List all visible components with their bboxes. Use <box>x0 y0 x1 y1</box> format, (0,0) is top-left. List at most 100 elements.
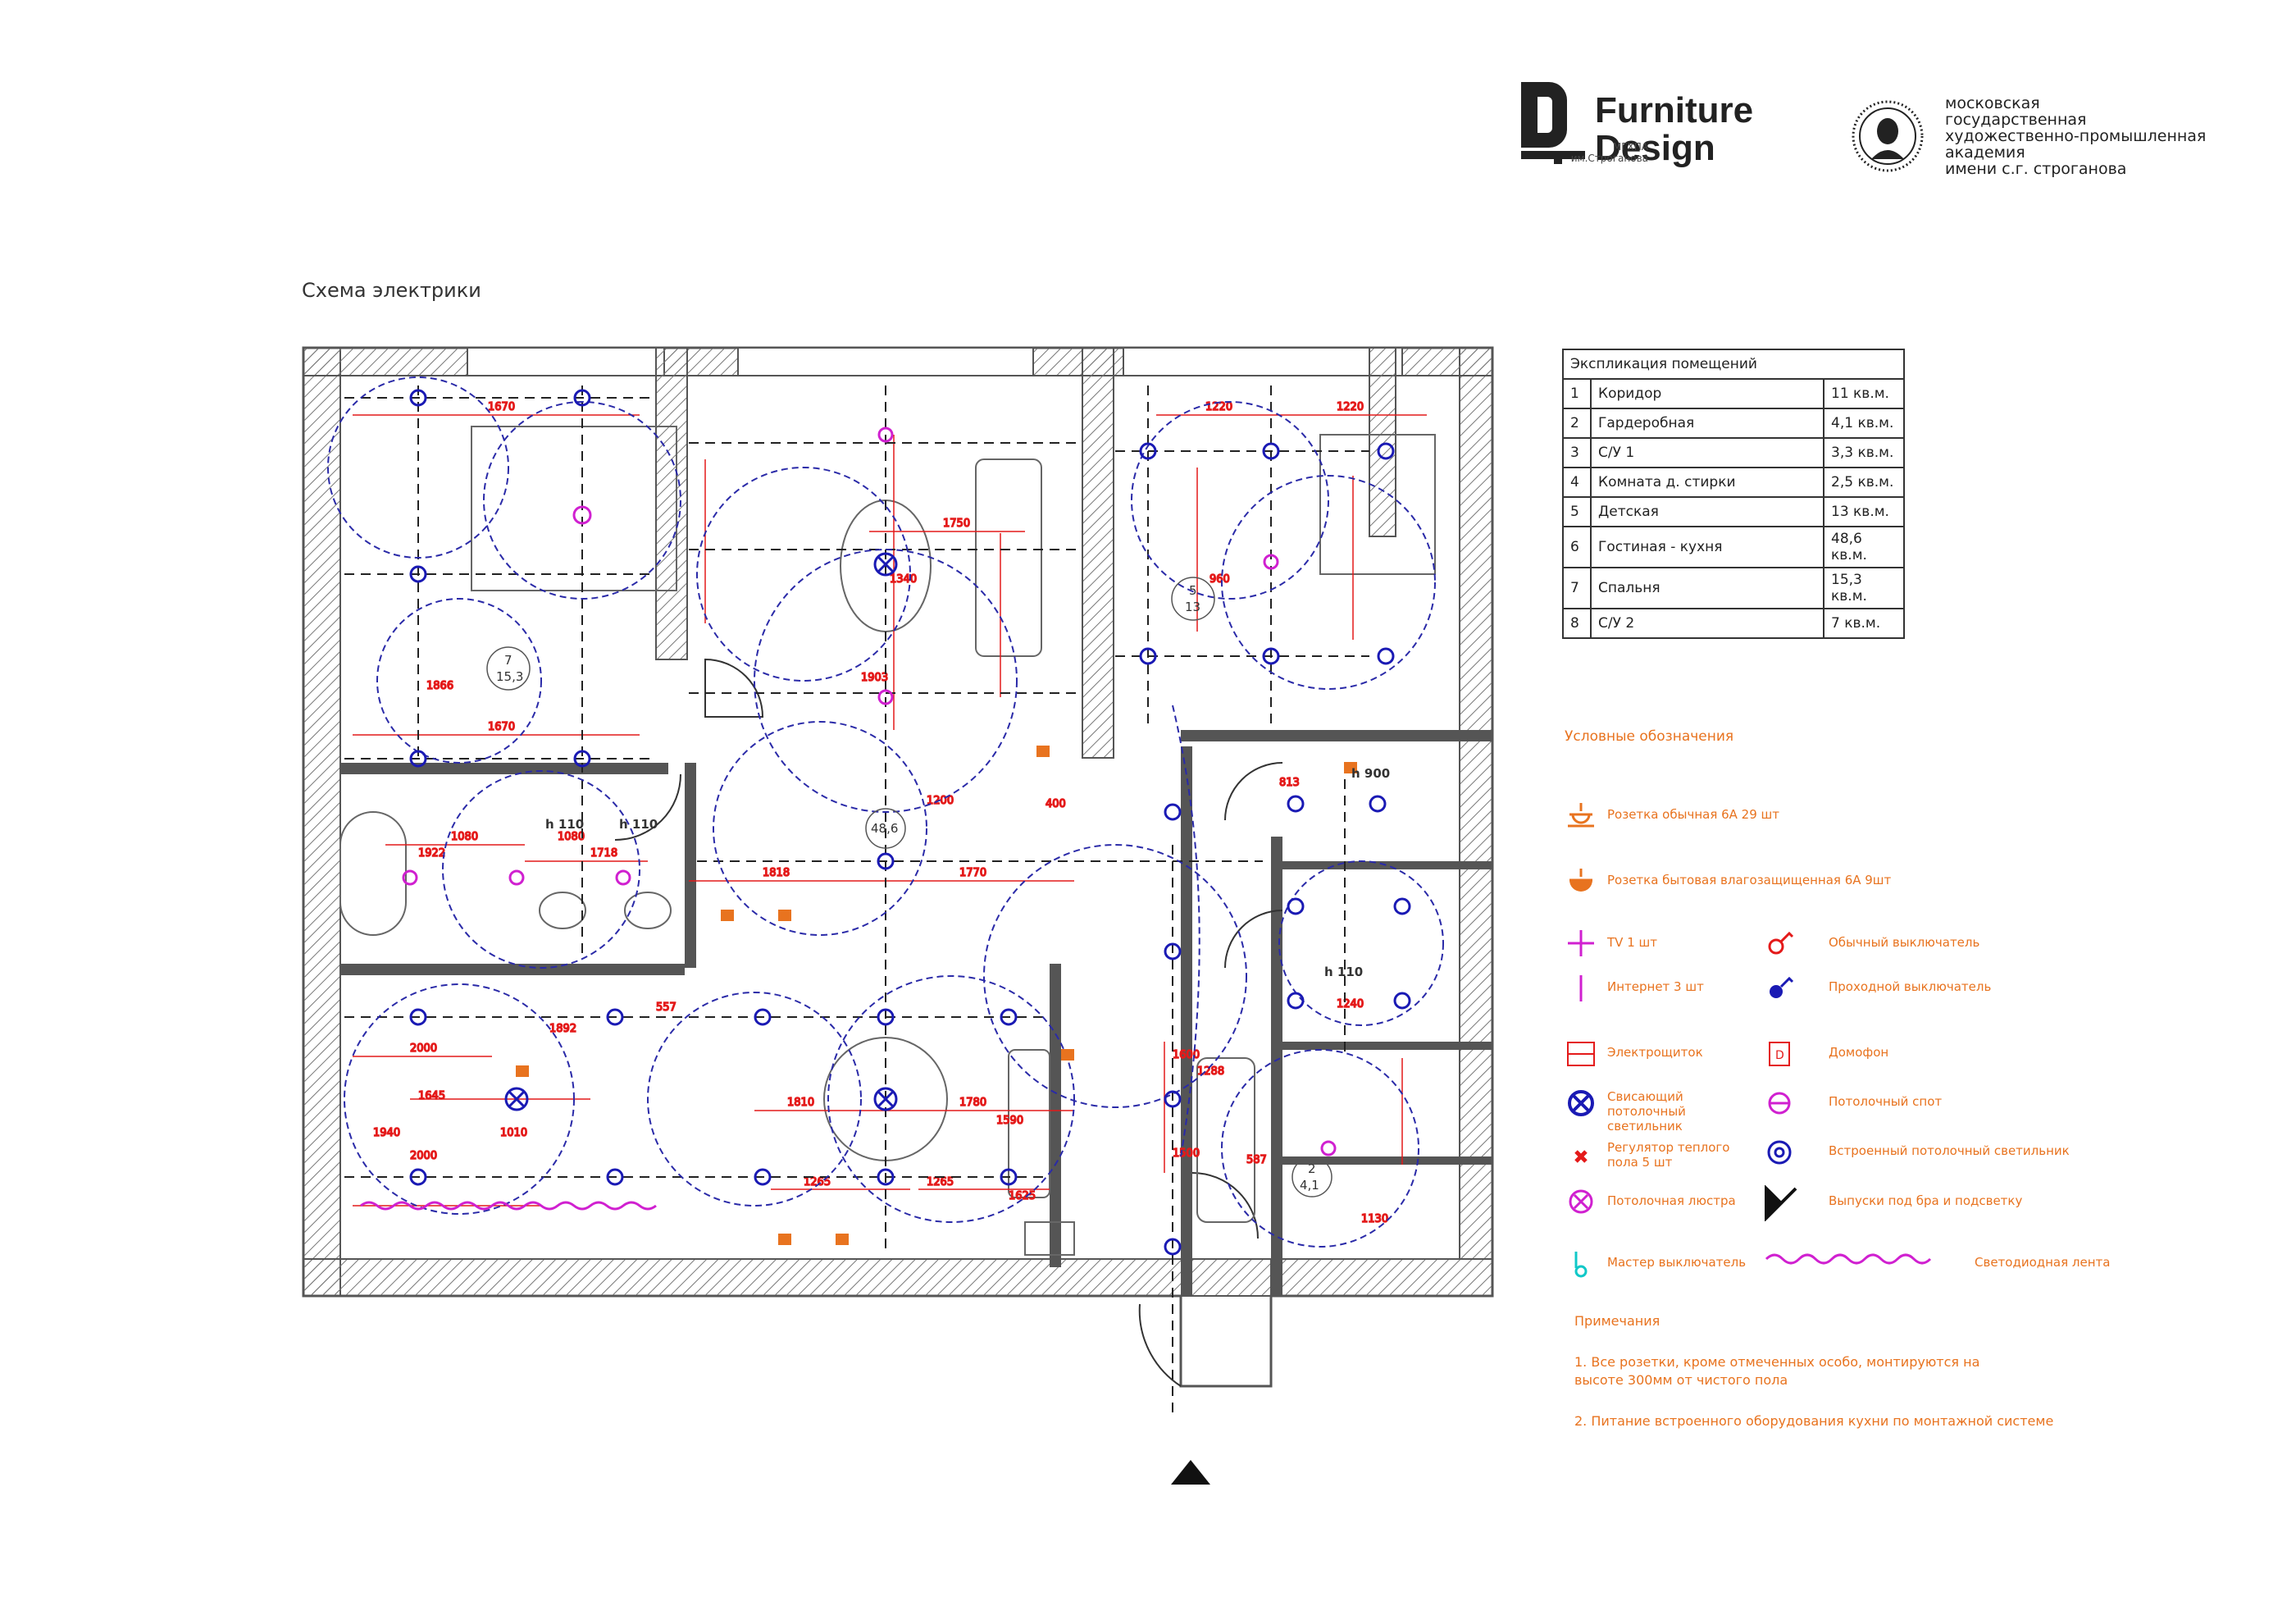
pendant-light-icon <box>504 1087 529 1111</box>
spot-light-icon <box>877 427 894 443</box>
master-switch-icon <box>1574 1252 1588 1278</box>
furniture-design-logo <box>1521 82 1833 172</box>
legend-led: Светодиодная лента <box>1975 1255 2111 1270</box>
legend-outlets: Выпуски под бра и подсветку <box>1829 1193 2023 1208</box>
socket-icon <box>778 1234 791 1245</box>
chandelier-icon <box>572 505 592 525</box>
legend-internet: Интернет 3 шт <box>1607 979 1704 994</box>
room-number: 7 <box>504 653 512 668</box>
bed-kids <box>1319 434 1436 575</box>
height-label: h 110 <box>1324 965 1363 979</box>
tv-icon <box>1568 930 1594 956</box>
socket-icon <box>1568 803 1594 828</box>
note-item: 1. Все розетки, кроме отмеченных особо, … <box>1574 1354 1980 1388</box>
builtin-light-icon <box>1393 992 1411 1010</box>
dim-label: 1590 <box>996 1115 1023 1127</box>
dim-label: 1240 <box>1337 998 1364 1010</box>
room-area: 13 <box>1185 600 1200 614</box>
dim-label: 1866 <box>426 680 453 692</box>
builtin-light-icon <box>1164 803 1182 821</box>
builtin-light-icon <box>1139 442 1157 460</box>
floor-plan: 1670 1670 1750 1220 1220 1818 1770 2000 … <box>302 346 1494 1485</box>
socket-icon <box>721 910 734 921</box>
dim-label: 1810 <box>787 1097 814 1109</box>
spot-light-icon <box>1320 1140 1337 1156</box>
dim-label: 1670 <box>488 721 515 733</box>
legend-socket: Розетка обычная 6А 29 шт <box>1607 807 1779 822</box>
spot-light-icon <box>508 869 525 886</box>
table-title: Экспликация помещений <box>1562 349 1905 380</box>
academy-name: московская государственная художественно… <box>1945 95 2224 177</box>
dim-label: 1265 <box>927 1176 954 1188</box>
dim-label: 1770 <box>959 867 986 879</box>
builtin-light-icon <box>409 389 427 407</box>
builtin-light-icon <box>1000 1008 1018 1026</box>
height-label: h 110 <box>545 817 584 832</box>
builtin-light-icon <box>1000 1168 1018 1186</box>
room-labels: 7 15,3 5 13 48,6 2 4,1 h 110 h 110 h 110… <box>486 577 1390 1197</box>
legend-spot: Потолочный спот <box>1829 1094 1943 1109</box>
pendant-light-icon <box>873 1087 898 1111</box>
dim-label: 557 <box>656 1001 676 1014</box>
brand-subtitle: МГХПА им.Строганова <box>1570 141 1648 164</box>
dim-label: 1892 <box>549 1023 576 1035</box>
height-label: h 900 <box>1351 766 1390 781</box>
socket-icon <box>778 910 791 921</box>
builtin-light-icon <box>1262 647 1280 665</box>
builtin-light-icon <box>1767 1140 1792 1165</box>
builtin-light-icon <box>573 750 591 768</box>
dim-label: 400 <box>1046 798 1066 810</box>
intercom-icon: D <box>1769 1042 1790 1066</box>
dim-label: 1080 <box>558 831 585 843</box>
builtin-light-icon <box>877 1008 895 1026</box>
builtin-light-icon <box>1164 1090 1182 1108</box>
academy-line: государственная <box>1945 111 2087 129</box>
academy-seal-icon <box>1852 100 1924 172</box>
page-title: Схема электрики <box>302 279 481 302</box>
dim-label: 2000 <box>410 1042 437 1055</box>
panel-icon <box>1567 1042 1595 1066</box>
academy-line: художественно-промышленная <box>1945 127 2207 145</box>
dim-label: 1780 <box>959 1097 986 1109</box>
builtin-light-icon <box>877 1168 895 1186</box>
builtin-light-icon <box>573 389 591 407</box>
led-strip-icon <box>1765 1253 1932 1265</box>
legend-wet-socket: Розетка бытовая влагозащищенная 6А 9шт <box>1607 873 1892 887</box>
builtin-light-icon <box>1139 647 1157 665</box>
builtin-light-icon <box>606 1168 624 1186</box>
legend-pass-switch: Проходной выключатель <box>1829 979 1992 994</box>
legend-builtin: Встроенный потолочный светильник <box>1829 1143 2070 1158</box>
builtin-light-icon <box>1377 442 1395 460</box>
internet-icon <box>1579 975 1583 1001</box>
builtin-light-icon <box>1287 897 1305 915</box>
entrance-arrow-icon <box>1171 1460 1210 1485</box>
dim-label: 1080 <box>451 831 478 843</box>
chandelier-icon <box>1569 1189 1593 1214</box>
builtin-light-icon <box>754 1008 772 1026</box>
legend: Условные обозначения Розетка обычная 6А … <box>1558 722 2165 1460</box>
builtin-light-icon <box>409 1168 427 1186</box>
spot-light-icon <box>877 689 894 705</box>
dim-label: 1922 <box>418 847 445 860</box>
socket-icon <box>836 1234 849 1245</box>
bathtub-2 <box>1196 1057 1255 1223</box>
spot-light-icon <box>615 869 631 886</box>
dim-label: 1220 <box>1205 401 1232 413</box>
academy-line: имени с.г. строганова <box>1945 160 2127 178</box>
socket-icon <box>1036 746 1050 757</box>
led-strip <box>360 1201 657 1211</box>
spot-light-icon <box>1263 554 1279 570</box>
builtin-light-icon <box>754 1168 772 1186</box>
dim-label: 1625 <box>1009 1190 1036 1202</box>
dim-label: 1903 <box>861 672 888 684</box>
dim-label: 1645 <box>418 1090 445 1102</box>
pass-switch-icon <box>1770 976 1794 998</box>
pendant-light-icon <box>873 552 898 577</box>
sink-2 <box>624 892 672 929</box>
fd-logo-icon <box>1521 82 1585 164</box>
